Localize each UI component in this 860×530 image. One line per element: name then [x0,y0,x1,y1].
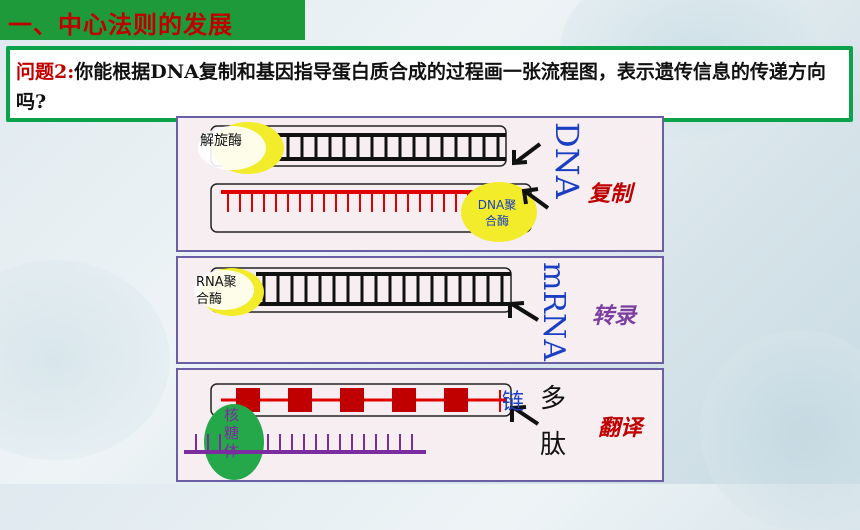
question-box: 问题2:你能根据DNA复制和基因指导蛋白质合成的过程画一张流程图，表示遗传信息的… [6,46,853,122]
background-cell [700,330,860,530]
process-transcription: 转录 [592,303,637,329]
ribosome-label: 核糖体 [224,406,240,460]
question-label: 问题2: [16,61,75,83]
dna-side-label: DNA [548,122,586,199]
question-text: 问题2:你能根据DNA复制和基因指导蛋白质合成的过程画一张流程图，表示遗传信息的… [16,57,843,117]
transcription-diagram [194,267,540,322]
rna-polymerase-label: RNA聚合酶 [196,275,237,307]
question-inner: 问题2:你能根据DNA复制和基因指导蛋白质合成的过程画一张流程图，表示遗传信息的… [10,50,849,118]
process-replication: 复制 [588,181,633,207]
helicase-label: 解旋酶 [200,133,242,149]
translation-diagram [184,383,540,480]
replication-diagram [198,122,550,242]
polypeptide-label-2: 肽 [540,430,567,460]
section-title-bar: 一、中心法则的发展 [0,0,305,40]
polypeptide-label-1: 多 [540,384,567,414]
dna-polymerase-label: DNA聚合酶 [477,198,517,228]
section-title: 一、中心法则的发展 [8,10,233,39]
question-body: 你能根据DNA复制和基因指导蛋白质合成的过程画一张流程图，表示遗传信息的传递方向… [16,61,826,113]
process-translation: 翻译 [598,415,643,441]
chain-label: 链 [502,390,525,415]
background-cell [0,260,170,460]
mrna-side-label: mRNA [536,262,571,361]
